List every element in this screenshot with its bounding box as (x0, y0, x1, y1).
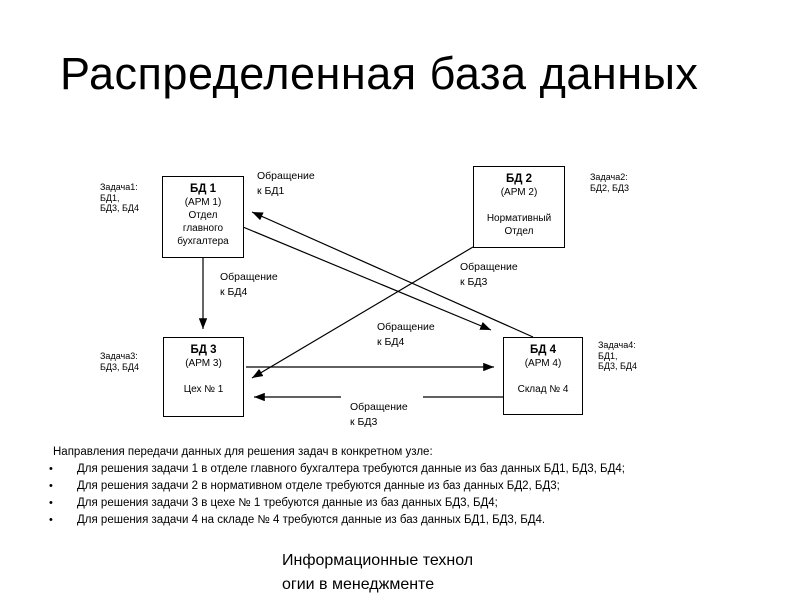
arrow-label-request-bd4-mid: Обращение к БД4 (377, 321, 435, 348)
bullet-icon: • (49, 497, 53, 509)
node-bd2: БД 2 (АРМ 2) Нормативный Отдел (473, 166, 565, 248)
list-item: • Для решения задачи 4 на складе № 4 тре… (40, 512, 780, 529)
arrow-label-request-bd4-left: Обращение к БД4 (220, 271, 278, 298)
node-bd3: БД 3 (АРМ 3) Цех № 1 (163, 337, 244, 417)
node-bd2-dept: Нормативный Отдел (486, 213, 552, 237)
node-bd1-dept: Отдел главного бухгалтера (177, 210, 229, 247)
bullet-text: Для решения задачи 4 на складе № 4 требу… (77, 514, 546, 526)
footer-course-title: Информационные технол огии в менеджменте (282, 552, 474, 593)
node-bd4: БД 4 (АРМ 4) Склад № 4 (503, 337, 583, 415)
arrow-label-request-bd3-right: Обращение к БД3 (460, 261, 518, 288)
arrow-bd2-to-bd3 (251, 246, 474, 379)
task-label-1: Задача1: БД1, БД3, БД4 (100, 182, 140, 213)
node-bd4-dept: Склад № 4 (517, 384, 569, 395)
task-label-3: Задача3: БД3, БД4 (100, 351, 140, 372)
arrow-label-request-bd3-bottom: Обращение к БД3 (350, 401, 408, 428)
node-bd2-arm: (АРМ 2) (500, 187, 538, 198)
bullet-icon: • (49, 463, 53, 475)
node-bd2-title: БД 2 (505, 173, 533, 185)
bullet-icon: • (49, 480, 53, 492)
list-item: • Для решения задачи 2 в нормативном отд… (40, 478, 780, 495)
node-bd1-title: БД 1 (189, 183, 217, 195)
task-label-2: Задача2: БД2, БД3 (590, 172, 630, 193)
list-item: • Для решения задачи 1 в отделе главного… (40, 461, 780, 478)
node-bd4-arm: (АРМ 4) (524, 358, 562, 369)
node-bd3-title: БД 3 (190, 344, 217, 356)
node-bd3-dept: Цех № 1 (183, 384, 224, 395)
node-bd3-arm: (АРМ 3) (185, 358, 222, 369)
bullet-icon: • (49, 514, 53, 526)
bullet-text: Для решения задачи 3 в цехе № 1 требуютс… (77, 497, 498, 509)
notes-intro: Направления передачи данных для решения … (53, 446, 433, 458)
task-label-4: Задача4: БД1, БД3, БД4 (598, 340, 638, 371)
node-bd1-arm: (АРМ 1) (184, 197, 222, 208)
bullet-text: Для решения задачи 2 в нормативном отдел… (77, 480, 560, 492)
node-bd4-title: БД 4 (529, 344, 557, 356)
arrow-label-request-bd1: Обращение к БД1 (257, 170, 315, 197)
node-bd1: БД 1 (АРМ 1) Отдел главного бухгалтера (162, 176, 244, 258)
slide-title: Распределенная база данных (60, 48, 699, 99)
arrow-bd1-to-bd4 (242, 226, 492, 331)
notes-block: Направления передачи данных для решения … (40, 444, 780, 529)
bullet-text: Для решения задачи 1 в отделе главного б… (77, 463, 625, 475)
list-item: • Для решения задачи 3 в цехе № 1 требую… (40, 495, 780, 512)
